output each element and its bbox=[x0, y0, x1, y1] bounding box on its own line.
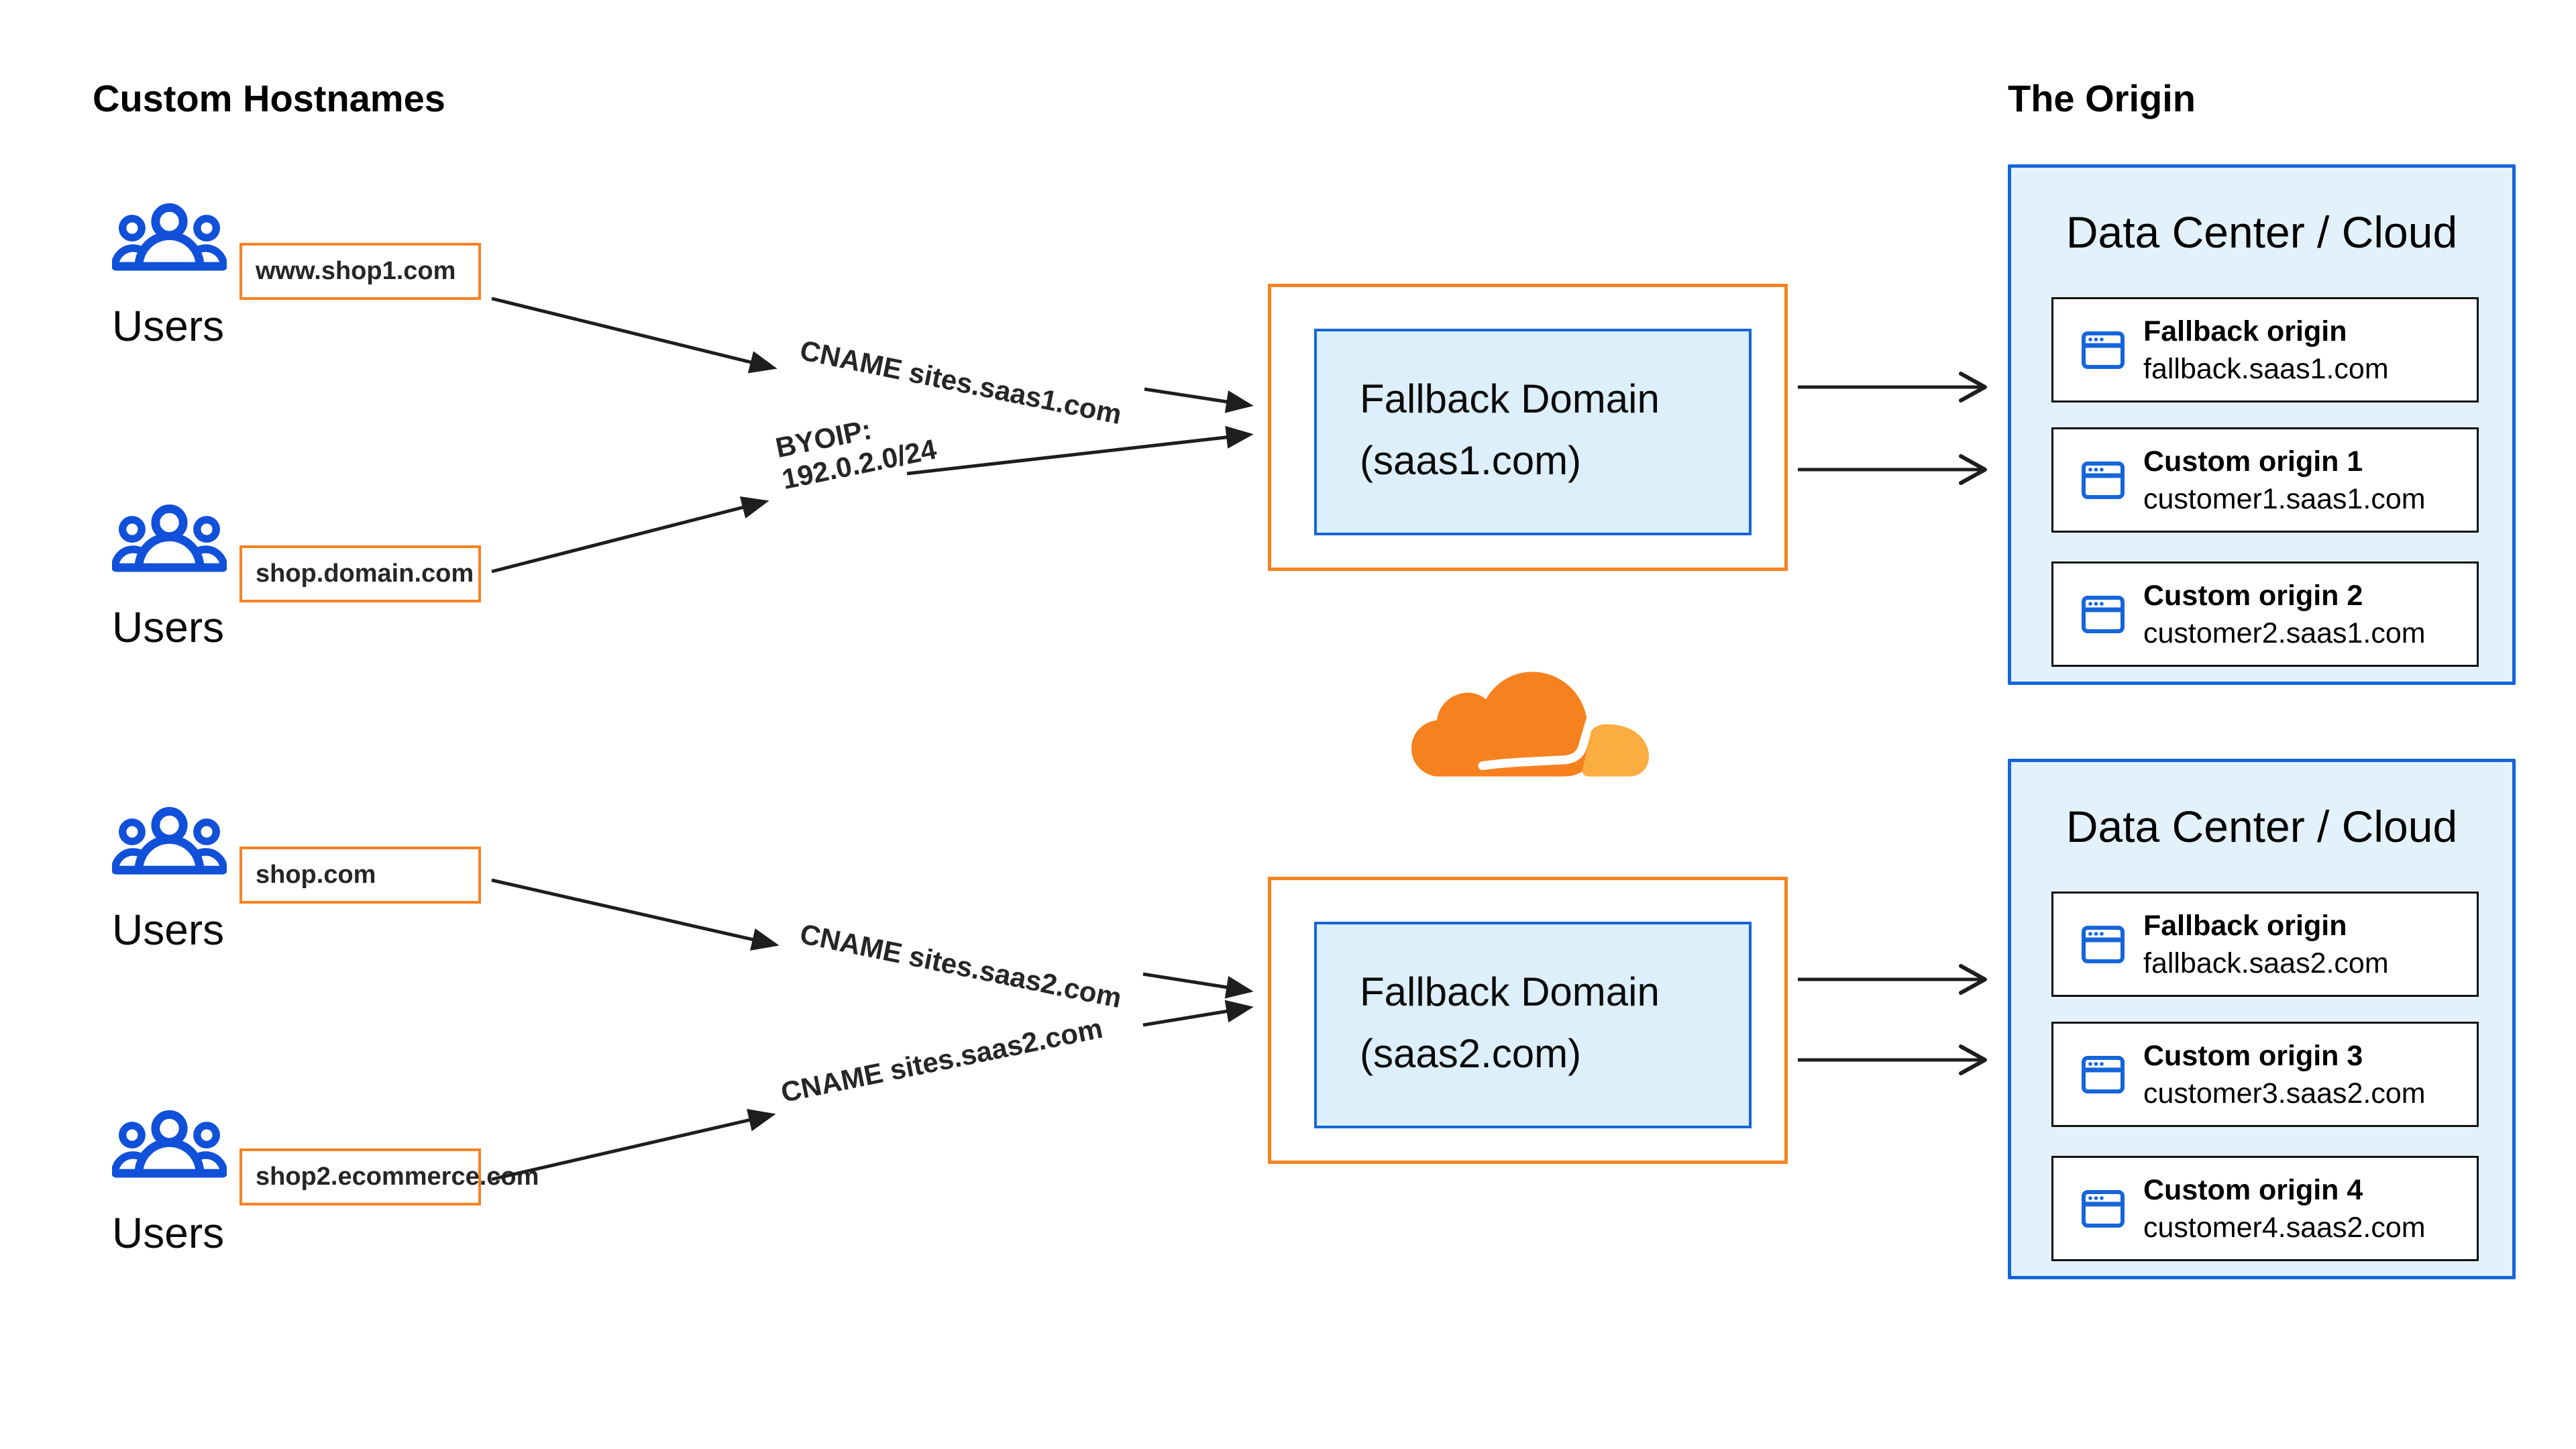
datacenter-title: Data Center / Cloud bbox=[2065, 802, 2458, 851]
datacenter-box-saas2: Data Center / Cloud Fallback origin fall… bbox=[2008, 759, 2516, 1279]
datacenter-title: Data Center / Cloud bbox=[2065, 207, 2458, 257]
fallback-domain-line1: Fallback Domain bbox=[1360, 969, 1660, 1014]
origin-card-custom4: Custom origin 4 customer4.saas2.com bbox=[2051, 1156, 2479, 1261]
origin-host: customer1.saas1.com bbox=[2143, 482, 2426, 515]
arrow-cname2-to-fallback2 bbox=[1142, 1000, 1254, 1027]
hostname-box-shop: shop.com bbox=[239, 847, 481, 904]
origin-host: customer3.saas2.com bbox=[2143, 1077, 2426, 1110]
cloudflare-logo-icon bbox=[1409, 665, 1650, 778]
users-label: Users bbox=[112, 603, 225, 651]
origin-name: Custom origin 4 bbox=[2143, 1173, 2363, 1206]
arrow-shop2-to-cname bbox=[491, 1109, 776, 1181]
origin-name: Fallback origin bbox=[2143, 315, 2347, 347]
origin-card-custom1: Custom origin 1 customer1.saas1.com bbox=[2051, 427, 2479, 533]
fallback-domain-inner: Fallback Domain (saas2.com) bbox=[1314, 922, 1752, 1128]
origin-name: Custom origin 2 bbox=[2143, 579, 2363, 612]
users-label: Users bbox=[112, 302, 225, 350]
origin-card-custom3: Custom origin 3 customer3.saas2.com bbox=[2051, 1022, 2479, 1127]
fallback-domain-line2: (saas2.com) bbox=[1360, 1031, 1582, 1076]
fallback-domain-inner: Fallback Domain (saas1.com) bbox=[1314, 329, 1752, 535]
users-group-4: Users bbox=[112, 1110, 227, 1258]
arrow-shop-to-cname bbox=[491, 878, 780, 951]
fallback-domain-line1: Fallback Domain bbox=[1360, 376, 1660, 421]
arrow-cname-to-fallback1 bbox=[1144, 387, 1254, 413]
hostname-label: shop2.ecommerce.com bbox=[256, 1163, 539, 1191]
origin-host: customer2.saas1.com bbox=[2143, 616, 2426, 649]
custom-hostnames-title: Custom Hostnames bbox=[93, 77, 445, 119]
users-label: Users bbox=[112, 1209, 225, 1257]
users-label: Users bbox=[112, 906, 225, 954]
origin-card-fallback-saas2: Fallback origin fallback.saas2.com bbox=[2051, 892, 2479, 997]
origin-name: Custom origin 1 bbox=[2143, 445, 2363, 478]
fallback-domain-line2: (saas1.com) bbox=[1360, 438, 1582, 483]
hostname-label: shop.domain.com bbox=[256, 559, 474, 588]
the-origin-title: The Origin bbox=[2008, 77, 2196, 119]
origin-host: customer4.saas2.com bbox=[2143, 1211, 2426, 1244]
origin-name: Custom origin 3 bbox=[2143, 1039, 2363, 1072]
arrow-byoip-to-fallback1 bbox=[906, 425, 1254, 476]
origin-host: fallback.saas2.com bbox=[2143, 947, 2389, 979]
users-group-1: Users bbox=[112, 203, 227, 351]
hostname-box-shop-domain: shop.domain.com bbox=[239, 545, 481, 602]
users-group-2: Users bbox=[112, 504, 227, 652]
hostname-box-shop2-ecommerce: shop2.ecommerce.com bbox=[239, 1148, 539, 1205]
origin-host: fallback.saas1.com bbox=[2143, 352, 2389, 385]
hostname-box-shop1: www.shop1.com bbox=[239, 243, 481, 300]
fallback-domain-box-saas2: Fallback Domain (saas2.com) bbox=[1268, 877, 1788, 1164]
origin-card-fallback-saas1: Fallback origin fallback.saas1.com bbox=[2051, 297, 2479, 402]
datacenter-box-saas1: Data Center / Cloud Fallback origin fall… bbox=[2008, 164, 2516, 685]
origin-name: Fallback origin bbox=[2143, 909, 2347, 942]
hostname-label: www.shop1.com bbox=[256, 257, 456, 285]
origin-card-custom2: Custom origin 2 customer2.saas1.com bbox=[2051, 561, 2479, 667]
hostname-label: shop.com bbox=[256, 861, 376, 889]
arrow-cname-to-fallback2 bbox=[1142, 972, 1254, 999]
arrow-shopdomain-to-byoip bbox=[491, 496, 769, 574]
arrow-shop1-to-cname bbox=[491, 297, 777, 374]
fallback-domain-box-saas1: Fallback Domain (saas1.com) bbox=[1268, 284, 1788, 571]
users-group-3: Users bbox=[112, 807, 227, 955]
